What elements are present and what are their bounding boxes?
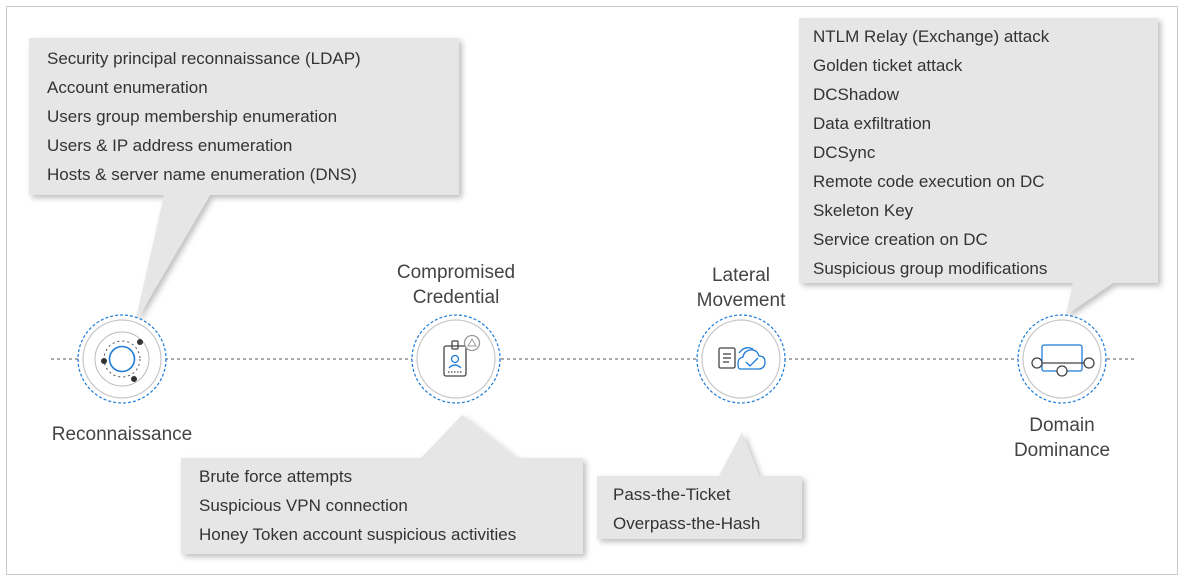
- radar-icon: [94, 331, 150, 387]
- callout-compromised-credential: Brute force attempts Suspicious VPN conn…: [199, 462, 516, 549]
- callout-domain-dominance-shape: [799, 18, 1158, 315]
- list-item: Account enumeration: [47, 78, 208, 97]
- list-item: Brute force attempts: [199, 467, 353, 486]
- list-item: Honey Token account suspicious activitie…: [199, 525, 517, 544]
- stage-label-reconnaissance: Reconnaissance: [51, 424, 193, 445]
- network-nodes-icon: [1031, 344, 1095, 377]
- node-compromised-credential: [411, 314, 501, 404]
- list-item: DCSync: [813, 143, 876, 162]
- id-badge-warning-icon: [443, 334, 481, 377]
- callout-reconnaissance-shape: [29, 38, 459, 323]
- list-item: Users group membership enumeration: [47, 107, 338, 126]
- callout-lateral-movement-shape: [597, 432, 802, 539]
- node-lateral-movement: [696, 314, 786, 404]
- node-reconnaissance: [77, 314, 167, 404]
- list-item: Golden ticket attack: [813, 56, 963, 75]
- list-item: DCShadow: [813, 85, 899, 104]
- list-item: Suspicious group modifications: [813, 259, 1048, 278]
- stage-label-domain-dominance: Domain Dominance: [1013, 415, 1111, 461]
- list-item: Pass-the-Ticket: [613, 485, 731, 504]
- list-item: Remote code execution on DC: [813, 172, 1045, 191]
- list-item: Skeleton Key: [813, 201, 914, 220]
- list-item: NTLM Relay (Exchange) attack: [813, 27, 1050, 46]
- diagram-canvas: [29, 18, 1158, 554]
- list-item: Security principal reconnaissance (LDAP): [47, 49, 361, 68]
- callout-compromised-credential-shape: [181, 415, 583, 554]
- document-cloud-sync-icon: [718, 347, 766, 370]
- node-domain-dominance: [1017, 314, 1107, 404]
- callout-domain-dominance: NTLM Relay (Exchange) attack Golden tick…: [813, 22, 1049, 283]
- stage-label-compromised-credential: Compromised Credential: [396, 262, 516, 308]
- stage-label-lateral-movement: Lateral Movement: [696, 265, 786, 311]
- list-item: Suspicious VPN connection: [199, 496, 408, 515]
- list-item: Data exfiltration: [813, 114, 932, 133]
- list-item: Hosts & server name enumeration (DNS): [47, 165, 357, 184]
- diagram-frame: Security principal reconnaissance (LDAP)…: [6, 6, 1178, 575]
- list-item: Users & IP address enumeration: [47, 136, 293, 155]
- list-item: Overpass-the-Hash: [613, 514, 761, 533]
- list-item: Service creation on DC: [813, 230, 988, 249]
- callout-lateral-movement: Pass-the-Ticket Overpass-the-Hash: [613, 480, 760, 538]
- callout-reconnaissance: Security principal reconnaissance (LDAP)…: [47, 44, 361, 189]
